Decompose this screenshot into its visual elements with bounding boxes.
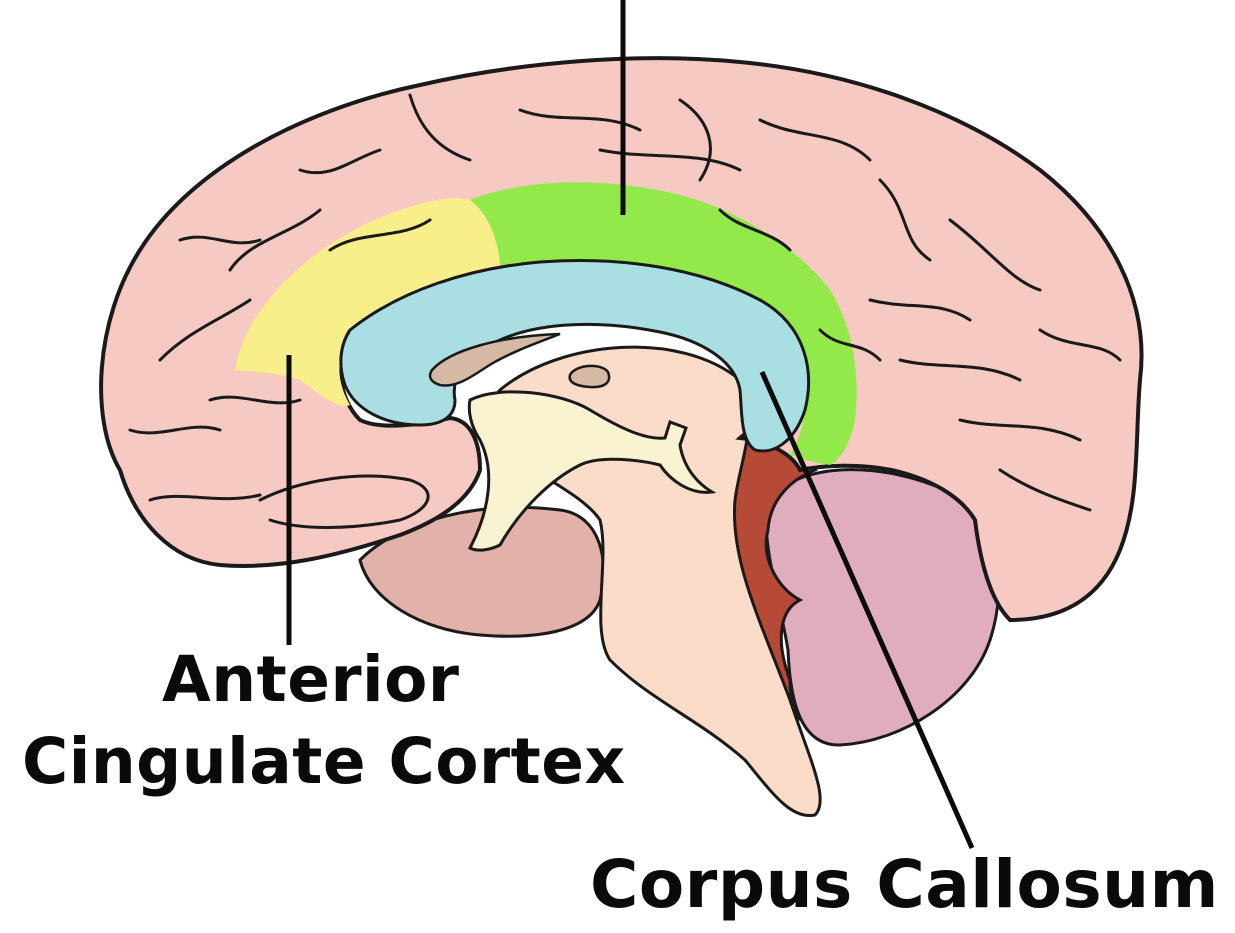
cerebellum [766, 470, 999, 745]
anterior-cingulate-label-line1: Anterior [162, 648, 459, 711]
anterior-cingulate-label-line2: Cingulate Cortex [22, 730, 626, 793]
corpus-callosum-label: Corpus Callosum [590, 852, 1219, 918]
third-ventricle-oval [570, 366, 609, 387]
